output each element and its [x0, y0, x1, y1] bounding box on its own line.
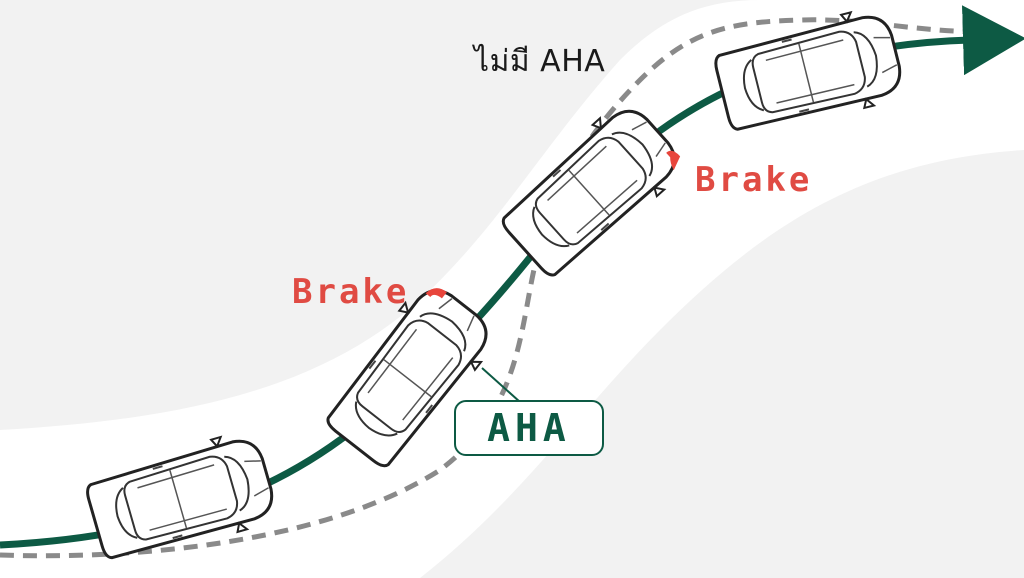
- aha-callout-box: AHA: [454, 400, 604, 456]
- label-without-aha: ไม่มี AHA: [474, 44, 606, 79]
- brake-light-car-3: [666, 150, 681, 171]
- aha-pointer-line: [481, 367, 521, 403]
- car-3: [491, 93, 692, 288]
- label-brake-2: Brake: [695, 160, 813, 200]
- car-2: [315, 274, 504, 477]
- aha-label: AHA: [487, 406, 571, 450]
- label-brake-1: Brake: [292, 272, 410, 312]
- brake-light-car-2: [425, 288, 447, 299]
